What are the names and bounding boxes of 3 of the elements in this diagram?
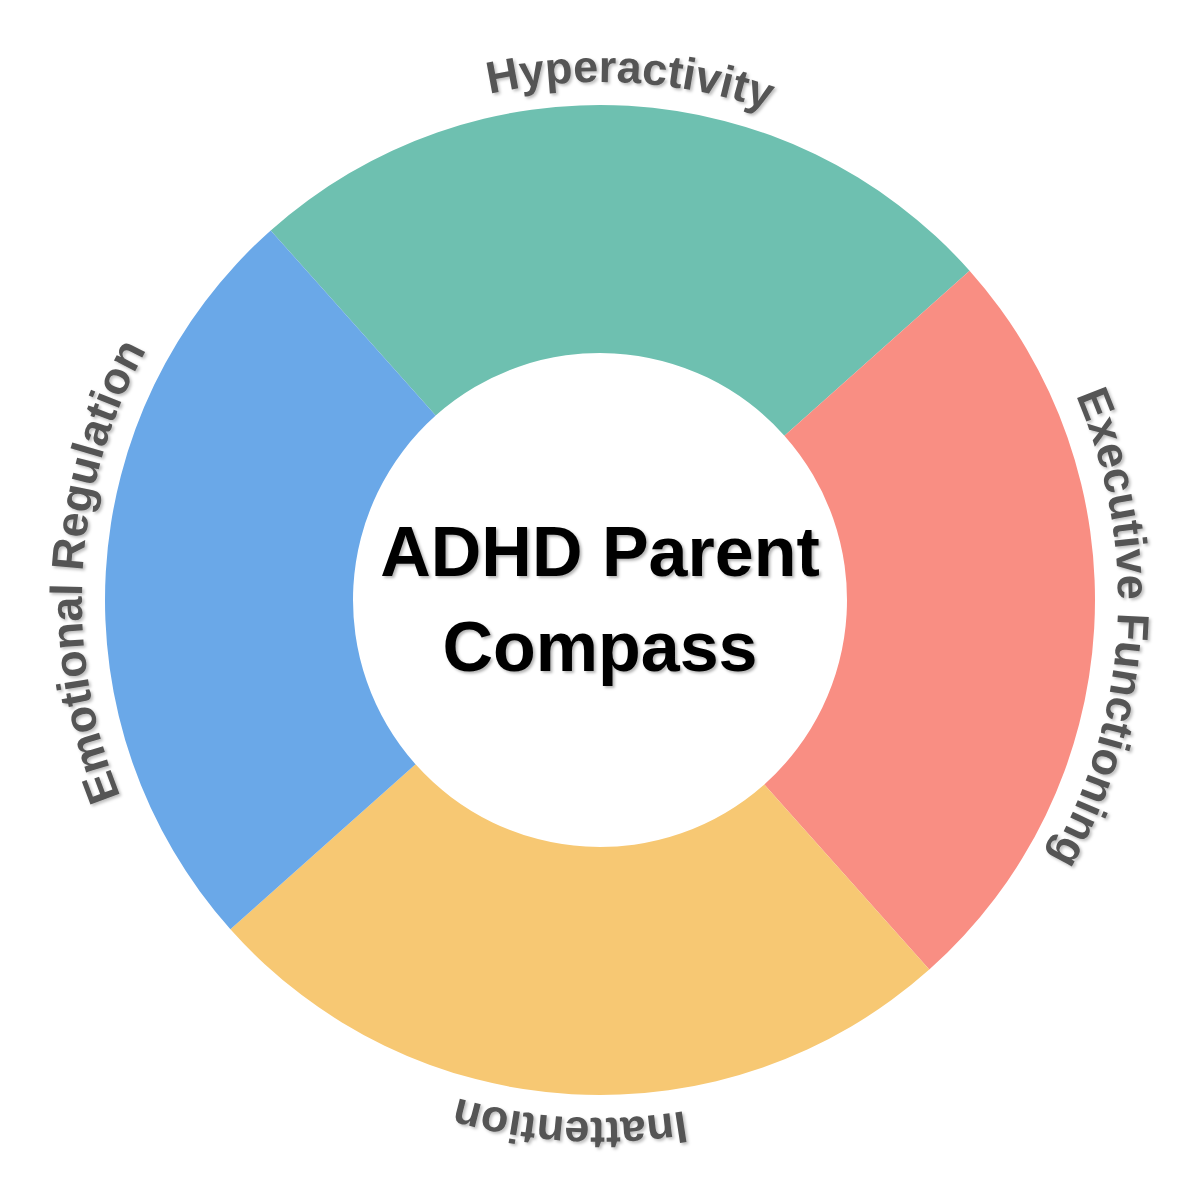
segment-label: Inattention: [446, 1088, 692, 1160]
segment-label: Hyperactivity: [481, 40, 781, 120]
title: ADHD Parent Compass: [379, 512, 821, 688]
